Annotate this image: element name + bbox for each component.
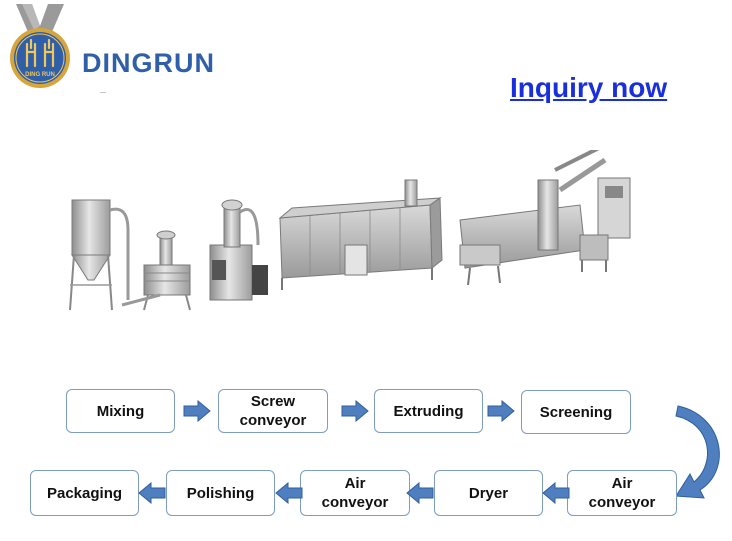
screening-extruder-line — [459, 143, 631, 286]
curved-arrow-icon — [675, 405, 720, 499]
arrow-right-icon — [487, 400, 515, 422]
step-label-line2: conveyor — [239, 412, 307, 429]
step-label: Polishing — [186, 484, 255, 502]
step-polishing: Polishing — [166, 470, 275, 516]
step-label-line2: conveyor — [321, 494, 389, 511]
step-label: Packaging — [46, 484, 123, 502]
mixer-silo — [69, 199, 130, 311]
dryer-machine — [278, 179, 443, 290]
extruder-machine — [209, 199, 268, 301]
divider — [100, 92, 106, 93]
step-label-line1: Screw — [250, 393, 296, 410]
step-label: Extruding — [393, 402, 464, 420]
step-label: Screening — [539, 403, 613, 421]
arrow-left-icon — [138, 482, 166, 504]
screw-conveyor-machine — [121, 230, 191, 311]
step-label-line1: Air — [611, 475, 633, 492]
step-screw-conveyor: Screw conveyor — [218, 389, 328, 433]
arrow-left-icon — [542, 482, 570, 504]
logo-text: DING RUN — [25, 72, 55, 78]
inquiry-now-link[interactable]: Inquiry now — [510, 72, 668, 103]
arrow-right-icon — [183, 400, 211, 422]
step-mixing: Mixing — [66, 389, 175, 433]
step-label-line2: conveyor — [588, 494, 656, 511]
step-screening: Screening — [521, 390, 631, 434]
step-label-line1: Air — [344, 475, 366, 492]
step-air-conveyor: Air conveyor — [300, 470, 410, 516]
dingrun-logo: DING RUN — [6, 4, 74, 92]
arrow-left-icon — [275, 482, 303, 504]
arrow-right-icon — [341, 400, 369, 422]
step-label: Mixing — [96, 402, 145, 420]
production-line-machinery-image — [60, 143, 660, 320]
arrow-left-icon — [406, 482, 434, 504]
step-extruding: Extruding — [374, 389, 483, 433]
step-label: Dryer — [468, 484, 509, 502]
brand-name: DINGRUN — [82, 48, 215, 78]
step-dryer: Dryer — [434, 470, 543, 516]
step-air-conveyor: Air conveyor — [567, 470, 677, 516]
step-packaging: Packaging — [30, 470, 139, 516]
